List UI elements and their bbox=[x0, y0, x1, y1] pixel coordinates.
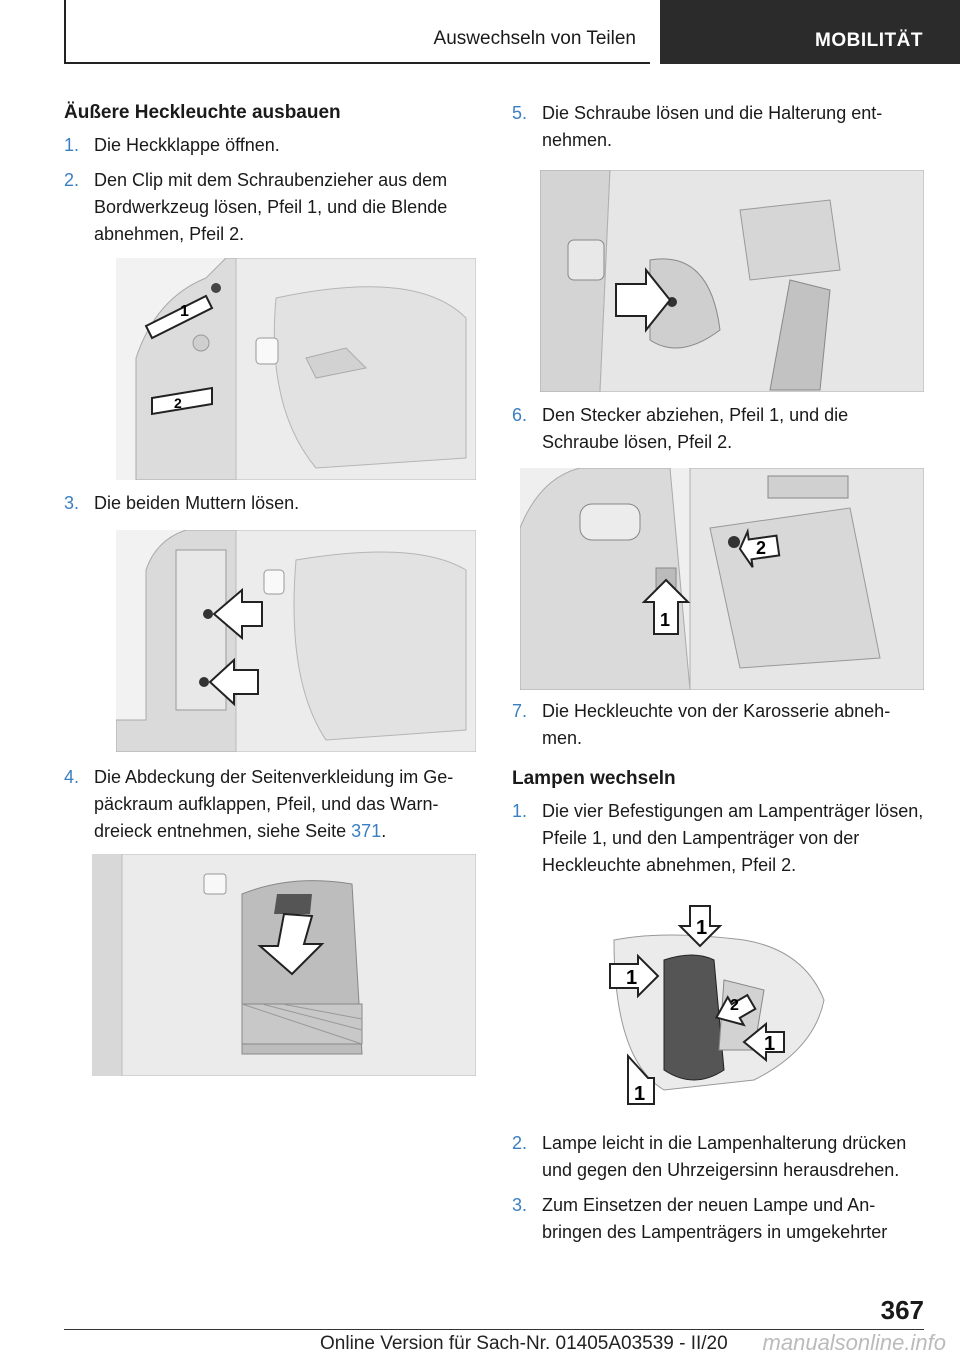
arrow-label-2: 2 bbox=[730, 997, 739, 1014]
step-number: 5. bbox=[512, 103, 528, 123]
figure-clip-cover-illustration: 1 2 bbox=[116, 258, 476, 480]
arrow-label-2: 2 bbox=[756, 538, 766, 558]
figure-connector-illustration: 2 1 bbox=[520, 468, 924, 690]
step-number: 4. bbox=[64, 767, 80, 787]
step-2: 2. Den Clip mit dem Schraubenzieher aus … bbox=[64, 167, 476, 248]
figure-nuts-illustration bbox=[116, 530, 476, 752]
step-text: Lampe leicht in die Lampenhalterung drü­… bbox=[542, 1133, 907, 1180]
arrow-label-1-bottom: 1 bbox=[634, 1083, 645, 1105]
arrow-label-1-left: 1 bbox=[626, 967, 637, 989]
step-number: 3. bbox=[512, 1195, 528, 1215]
figure-nuts bbox=[116, 530, 476, 752]
step-number: 7. bbox=[512, 701, 528, 721]
left-step-4-wrap: 4. Die Abdeckung der Seitenverkleidung i… bbox=[64, 764, 476, 853]
figure-lamp-carrier: 1 1 2 1 1 bbox=[604, 900, 834, 1112]
arrow-label-1-right: 1 bbox=[764, 1033, 775, 1055]
section-heading-change-lamps: Lampen wechseln bbox=[512, 768, 676, 789]
figure-bracket-screw bbox=[540, 170, 924, 392]
step-number: 2. bbox=[512, 1133, 528, 1153]
right-step-6-wrap: 6. Den Stecker abziehen, Pfeil 1, und di… bbox=[512, 402, 924, 464]
figure-clip-cover: 1 2 bbox=[116, 258, 476, 480]
chapter-title: MOBILITÄT bbox=[815, 30, 923, 51]
right-column: 5. Die Schraube lösen und die Halterung … bbox=[512, 100, 924, 162]
figure-connector: 2 1 bbox=[520, 468, 924, 690]
chapter-tab: MOBILITÄT bbox=[660, 0, 960, 64]
lamp-step-2: 2. Lampe leicht in die Lampenhalterung d… bbox=[512, 1130, 924, 1184]
page-number: 367 bbox=[880, 1295, 924, 1325]
step-text: Zum Einsetzen der neuen Lampe und An­bri… bbox=[542, 1195, 888, 1242]
step-5: 5. Die Schraube lösen und die Halterung … bbox=[512, 100, 924, 154]
step-7: 7. Die Heckleuchte von der Karosserie ab… bbox=[512, 698, 924, 752]
figure-lamp-carrier-illustration: 1 1 2 1 1 bbox=[604, 900, 834, 1112]
step-number: 1. bbox=[64, 135, 80, 155]
right-step-7-wrap: 7. Die Heckleuchte von der Karosserie ab… bbox=[512, 698, 924, 887]
section-heading-remove-taillight: Äußere Heckleuchte ausbauen bbox=[64, 102, 341, 123]
step-number: 2. bbox=[64, 170, 80, 190]
arrow-label-2: 2 bbox=[174, 395, 182, 411]
step-number: 6. bbox=[512, 405, 528, 425]
lamp-step-1: 1. Die vier Befestigungen am Lampenträge… bbox=[512, 798, 924, 879]
arrow-label-1-top: 1 bbox=[696, 917, 707, 939]
step-6: 6. Den Stecker abziehen, Pfeil 1, und di… bbox=[512, 402, 924, 456]
step-text: Den Stecker abziehen, Pfeil 1, und die S… bbox=[542, 405, 849, 452]
step-text: Den Clip mit dem Schraubenzieher aus dem… bbox=[94, 170, 448, 244]
step-number: 3. bbox=[64, 493, 80, 513]
step-number: 1. bbox=[512, 801, 528, 821]
step-text: Die Heckleuchte von der Karosserie abneh… bbox=[542, 701, 891, 748]
page-reference-link[interactable]: 371 bbox=[351, 821, 382, 841]
figure-cover-flap bbox=[92, 854, 476, 1076]
step-text: Die vier Befestigungen am Lampenträger l… bbox=[542, 801, 924, 875]
right-step-lamp-2-wrap: 2. Lampe leicht in die Lampenhalterung d… bbox=[512, 1130, 924, 1254]
step-text: Die Abdeckung der Seitenverkleidung im G… bbox=[94, 767, 454, 841]
step-text: Die Schraube lösen und die Halterung ent… bbox=[542, 103, 883, 150]
section-header: Auswechseln von Teilen bbox=[64, 0, 650, 64]
footer-divider bbox=[64, 1329, 924, 1330]
step-4: 4. Die Abdeckung der Seitenverkleidung i… bbox=[64, 764, 476, 845]
online-version-note: Online Version für Sach-Nr. 01405A03539 … bbox=[320, 1333, 728, 1354]
step-text: Die beiden Muttern lösen. bbox=[94, 493, 300, 513]
figure-bracket-screw-illustration bbox=[540, 170, 924, 392]
step-1: 1. Die Heckklappe öffnen. bbox=[64, 132, 476, 159]
step-text-end: . bbox=[381, 821, 387, 841]
watermark: manualsonline.info bbox=[762, 1330, 946, 1355]
lamp-step-3: 3. Zum Einsetzen der neuen Lampe und An­… bbox=[512, 1192, 924, 1246]
step-3: 3. Die beiden Muttern lösen. bbox=[64, 490, 476, 517]
left-column: Äußere Heckleuchte ausbauen 1. Die Heckk… bbox=[64, 100, 476, 256]
arrow-label-1: 1 bbox=[180, 303, 189, 320]
left-step-3-wrap: 3. Die beiden Muttern lösen. bbox=[64, 490, 476, 525]
figure-cover-flap-illustration bbox=[92, 854, 476, 1076]
arrow-label-1: 1 bbox=[660, 610, 670, 630]
step-text: Die Heckklappe öffnen. bbox=[94, 135, 280, 155]
page-header: Auswechseln von Teilen MOBILITÄT bbox=[0, 0, 960, 66]
section-title: Auswechseln von Teilen bbox=[433, 28, 636, 49]
